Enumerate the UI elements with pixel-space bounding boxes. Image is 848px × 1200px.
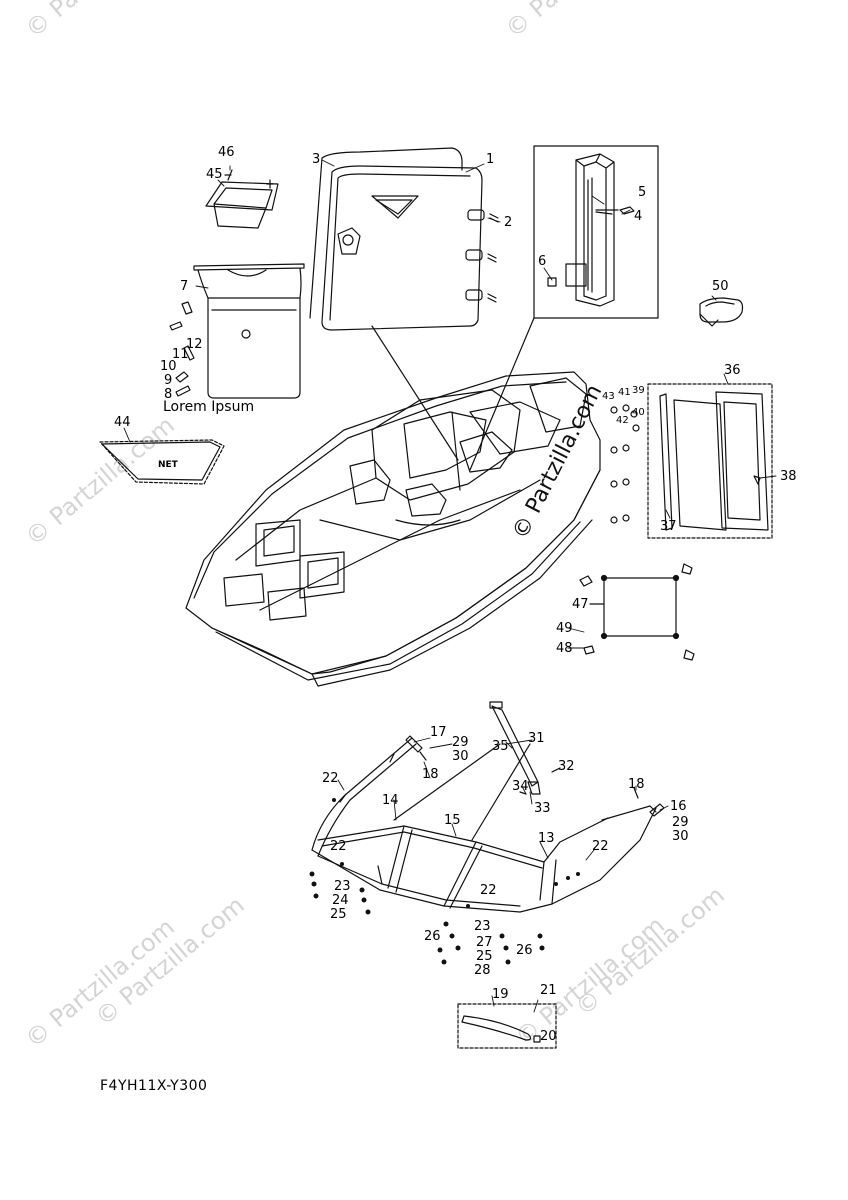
callout-3: 3 bbox=[312, 152, 321, 167]
callout-7: 7 bbox=[180, 279, 189, 294]
callout-1: 1 bbox=[486, 152, 495, 167]
callout-44: 44 bbox=[114, 415, 131, 430]
latch-fasteners bbox=[169, 301, 195, 397]
callout-22: 22 bbox=[322, 771, 339, 786]
callout-12: 12 bbox=[186, 337, 203, 352]
callout-30: 30 bbox=[452, 749, 469, 764]
callout-36: 36 bbox=[724, 363, 741, 378]
callout-38: 38 bbox=[780, 469, 797, 484]
callout-6: 6 bbox=[538, 254, 547, 269]
callout-28: 28 bbox=[474, 963, 491, 978]
leader-lines bbox=[123, 159, 777, 1013]
callout-20: 20 bbox=[540, 1029, 557, 1044]
callout-29: 29 bbox=[452, 735, 469, 750]
callout-17: 17 bbox=[430, 725, 447, 740]
diagram-code: F4YH11X-Y300 bbox=[100, 1078, 208, 1094]
callout-9: 9 bbox=[164, 373, 173, 388]
callout-21: 21 bbox=[540, 983, 557, 998]
callout-40: 40 bbox=[632, 407, 645, 418]
callout-26: 26 bbox=[424, 929, 441, 944]
callout-18: 18 bbox=[422, 767, 439, 782]
callout-30: 30 bbox=[672, 829, 689, 844]
note-label: Lorem Ipsum bbox=[163, 399, 255, 415]
compartment-bin bbox=[193, 263, 305, 399]
callout-19: 19 bbox=[492, 987, 509, 1002]
callout-23: 23 bbox=[474, 919, 491, 934]
callout-27: 27 bbox=[476, 935, 493, 950]
door-detail-inset bbox=[533, 145, 659, 319]
callout-48: 48 bbox=[556, 641, 573, 656]
callout-29: 29 bbox=[672, 815, 689, 830]
callout-22: 22 bbox=[480, 883, 497, 898]
callout-15: 15 bbox=[444, 813, 461, 828]
callout-43: 43 bbox=[602, 391, 615, 402]
mirror bbox=[699, 297, 744, 327]
callout-35: 35 bbox=[492, 739, 509, 754]
callout-24: 24 bbox=[332, 893, 349, 908]
cover-panel bbox=[579, 563, 695, 661]
callout-45: 45 bbox=[206, 167, 223, 182]
fastener-stacks bbox=[309, 798, 580, 965]
callout-25: 25 bbox=[476, 949, 493, 964]
callout-10: 10 bbox=[160, 359, 177, 374]
callout-23: 23 bbox=[334, 879, 351, 894]
callout-8: 8 bbox=[164, 387, 173, 402]
callout-2: 2 bbox=[504, 215, 513, 230]
net-label: NET bbox=[158, 460, 178, 470]
callout-18: 18 bbox=[628, 777, 645, 792]
callout-22: 22 bbox=[592, 839, 609, 854]
callout-33: 33 bbox=[534, 801, 551, 816]
callout-39: 39 bbox=[632, 385, 645, 396]
callout-5: 5 bbox=[638, 185, 647, 200]
callout-34: 34 bbox=[512, 779, 529, 794]
callout-13: 13 bbox=[538, 831, 555, 846]
callout-50: 50 bbox=[712, 279, 729, 294]
callout-32: 32 bbox=[558, 759, 575, 774]
callout-47: 47 bbox=[572, 597, 589, 612]
callout-46: 46 bbox=[218, 145, 235, 160]
callout-11: 11 bbox=[172, 347, 189, 362]
weatherstrip-kit bbox=[457, 1003, 557, 1049]
callout-4: 4 bbox=[634, 209, 643, 224]
callout-26: 26 bbox=[516, 943, 533, 958]
callout-42: 42 bbox=[616, 415, 629, 426]
callout-37: 37 bbox=[660, 519, 677, 534]
callout-31: 31 bbox=[528, 731, 545, 746]
callout-22: 22 bbox=[330, 839, 347, 854]
callout-49: 49 bbox=[556, 621, 573, 636]
callout-25: 25 bbox=[330, 907, 347, 922]
door-panel-group bbox=[309, 147, 499, 331]
windshield-frame bbox=[311, 737, 657, 913]
callout-14: 14 bbox=[382, 793, 399, 808]
callout-16: 16 bbox=[670, 799, 687, 814]
boat-hull bbox=[185, 371, 601, 687]
storage-tray bbox=[205, 169, 279, 229]
hatch-assembly bbox=[610, 383, 773, 539]
cargo-net bbox=[99, 439, 225, 485]
callout-41: 41 bbox=[618, 387, 631, 398]
